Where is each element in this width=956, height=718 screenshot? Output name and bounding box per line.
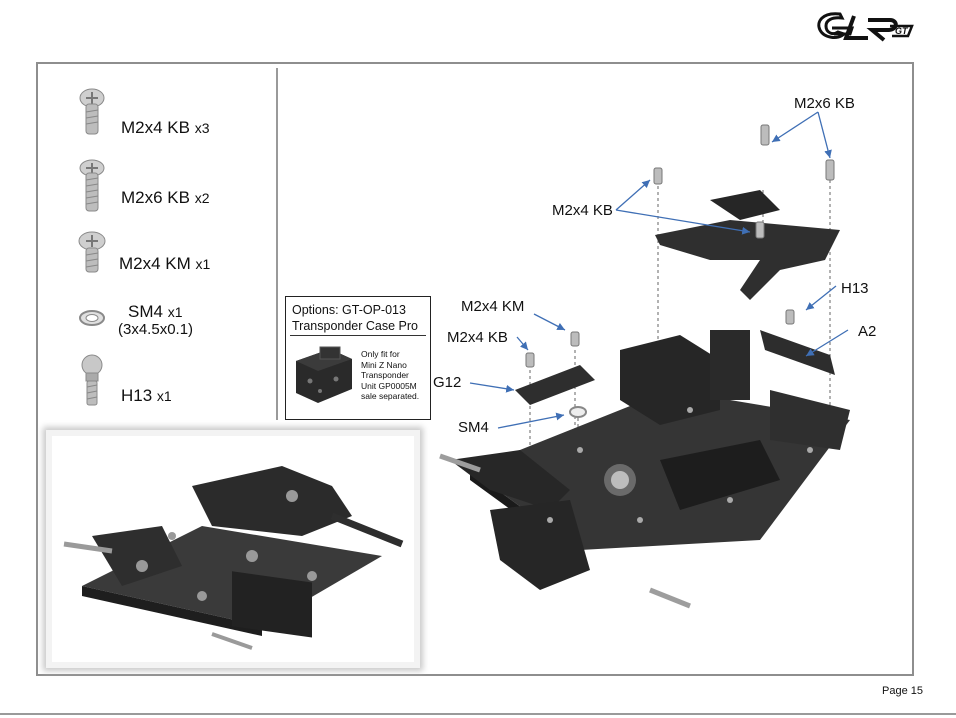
callout-m2x4-kb-left: M2x4 KB <box>447 329 508 346</box>
screw-icon <box>760 124 770 146</box>
footer-rule <box>0 713 956 715</box>
content-frame <box>36 62 914 676</box>
part-name: M2x4 KB <box>121 118 190 137</box>
options-box: Options: GT-OP-013 Transponder Case Pro … <box>285 296 431 420</box>
callout-m2x4-kb-top: M2x4 KB <box>552 202 613 219</box>
brand-logo-graphic: GT <box>817 12 914 42</box>
page-number: Page 15 <box>882 685 923 697</box>
screw-icon <box>525 352 535 368</box>
callout-a2: A2 <box>858 323 877 340</box>
part-qty: x1 <box>156 388 172 404</box>
exploded-chassis-drawing <box>439 124 850 609</box>
part-m2x4-kb: M2x4 KB x3 <box>121 118 210 138</box>
a2-link <box>760 330 835 375</box>
callout-m2x6-kb: M2x6 KB <box>794 95 855 112</box>
callout-m2x4-km: M2x4 KM <box>461 298 525 315</box>
screw-icon <box>825 159 835 181</box>
note-line: sale separated. <box>361 391 420 401</box>
assembled-chassis-image <box>63 466 404 650</box>
part-name: SM4 <box>128 302 163 321</box>
note-line: Only fit for <box>361 349 400 359</box>
transponder-case-image <box>296 346 352 403</box>
screw-icon <box>755 221 765 239</box>
washer-sm4-icon <box>79 310 105 326</box>
options-title: Options: GT-OP-013 Transponder Case Pro <box>292 302 418 334</box>
part-h13: H13 x1 <box>121 386 172 406</box>
parts-icons <box>78 88 106 406</box>
callout-sm4: SM4 <box>458 419 489 436</box>
part-sm4: SM4 x1 <box>128 302 183 322</box>
screw-icon <box>653 167 663 185</box>
photo-inner <box>52 436 414 662</box>
brand-logo: GT <box>812 8 922 48</box>
options-rule <box>290 335 426 336</box>
part-qty: x1 <box>195 256 211 272</box>
note-line: Mini Z Nano <box>361 359 407 370</box>
g12-plate <box>515 365 595 405</box>
part-qty: x1 <box>167 304 183 320</box>
screw-icon <box>570 331 580 347</box>
assembled-chassis-photo <box>46 430 420 668</box>
screw-m2x4-kb-icon <box>79 88 105 135</box>
callout-h13: H13 <box>841 280 869 297</box>
ball-stud-h13-icon <box>81 354 103 406</box>
upper-rear-plate <box>655 220 840 300</box>
part-m2x6-kb: M2x6 KB x2 <box>121 188 210 208</box>
panel-divider <box>276 68 278 420</box>
part-m2x4-km: M2x4 KM x1 <box>119 254 210 274</box>
note-line: Transponder <box>361 370 409 380</box>
note-line: Unit GP0005M <box>361 380 417 391</box>
part-qty: x2 <box>194 190 210 206</box>
part-name: M2x4 KM <box>119 254 191 273</box>
part-name: M2x6 KB <box>121 188 190 207</box>
svg-text:GT: GT <box>895 26 909 36</box>
options-line-1: Options: GT-OP-013 <box>292 303 406 317</box>
part-sm4-size: (3x4.5x0.1) <box>118 321 194 338</box>
screw-m2x4-km-icon <box>78 231 106 273</box>
callout-g12: G12 <box>433 374 462 391</box>
options-line-2: Transponder Case Pro <box>292 319 418 333</box>
part-name: H13 <box>121 386 153 405</box>
options-note: Only fit for Mini Z Nano Transponder Uni… <box>361 349 431 402</box>
washer-icon <box>569 406 587 418</box>
part-qty: x3 <box>194 120 210 136</box>
screw-m2x6-kb-icon <box>79 159 105 212</box>
screw-icon <box>785 309 795 325</box>
